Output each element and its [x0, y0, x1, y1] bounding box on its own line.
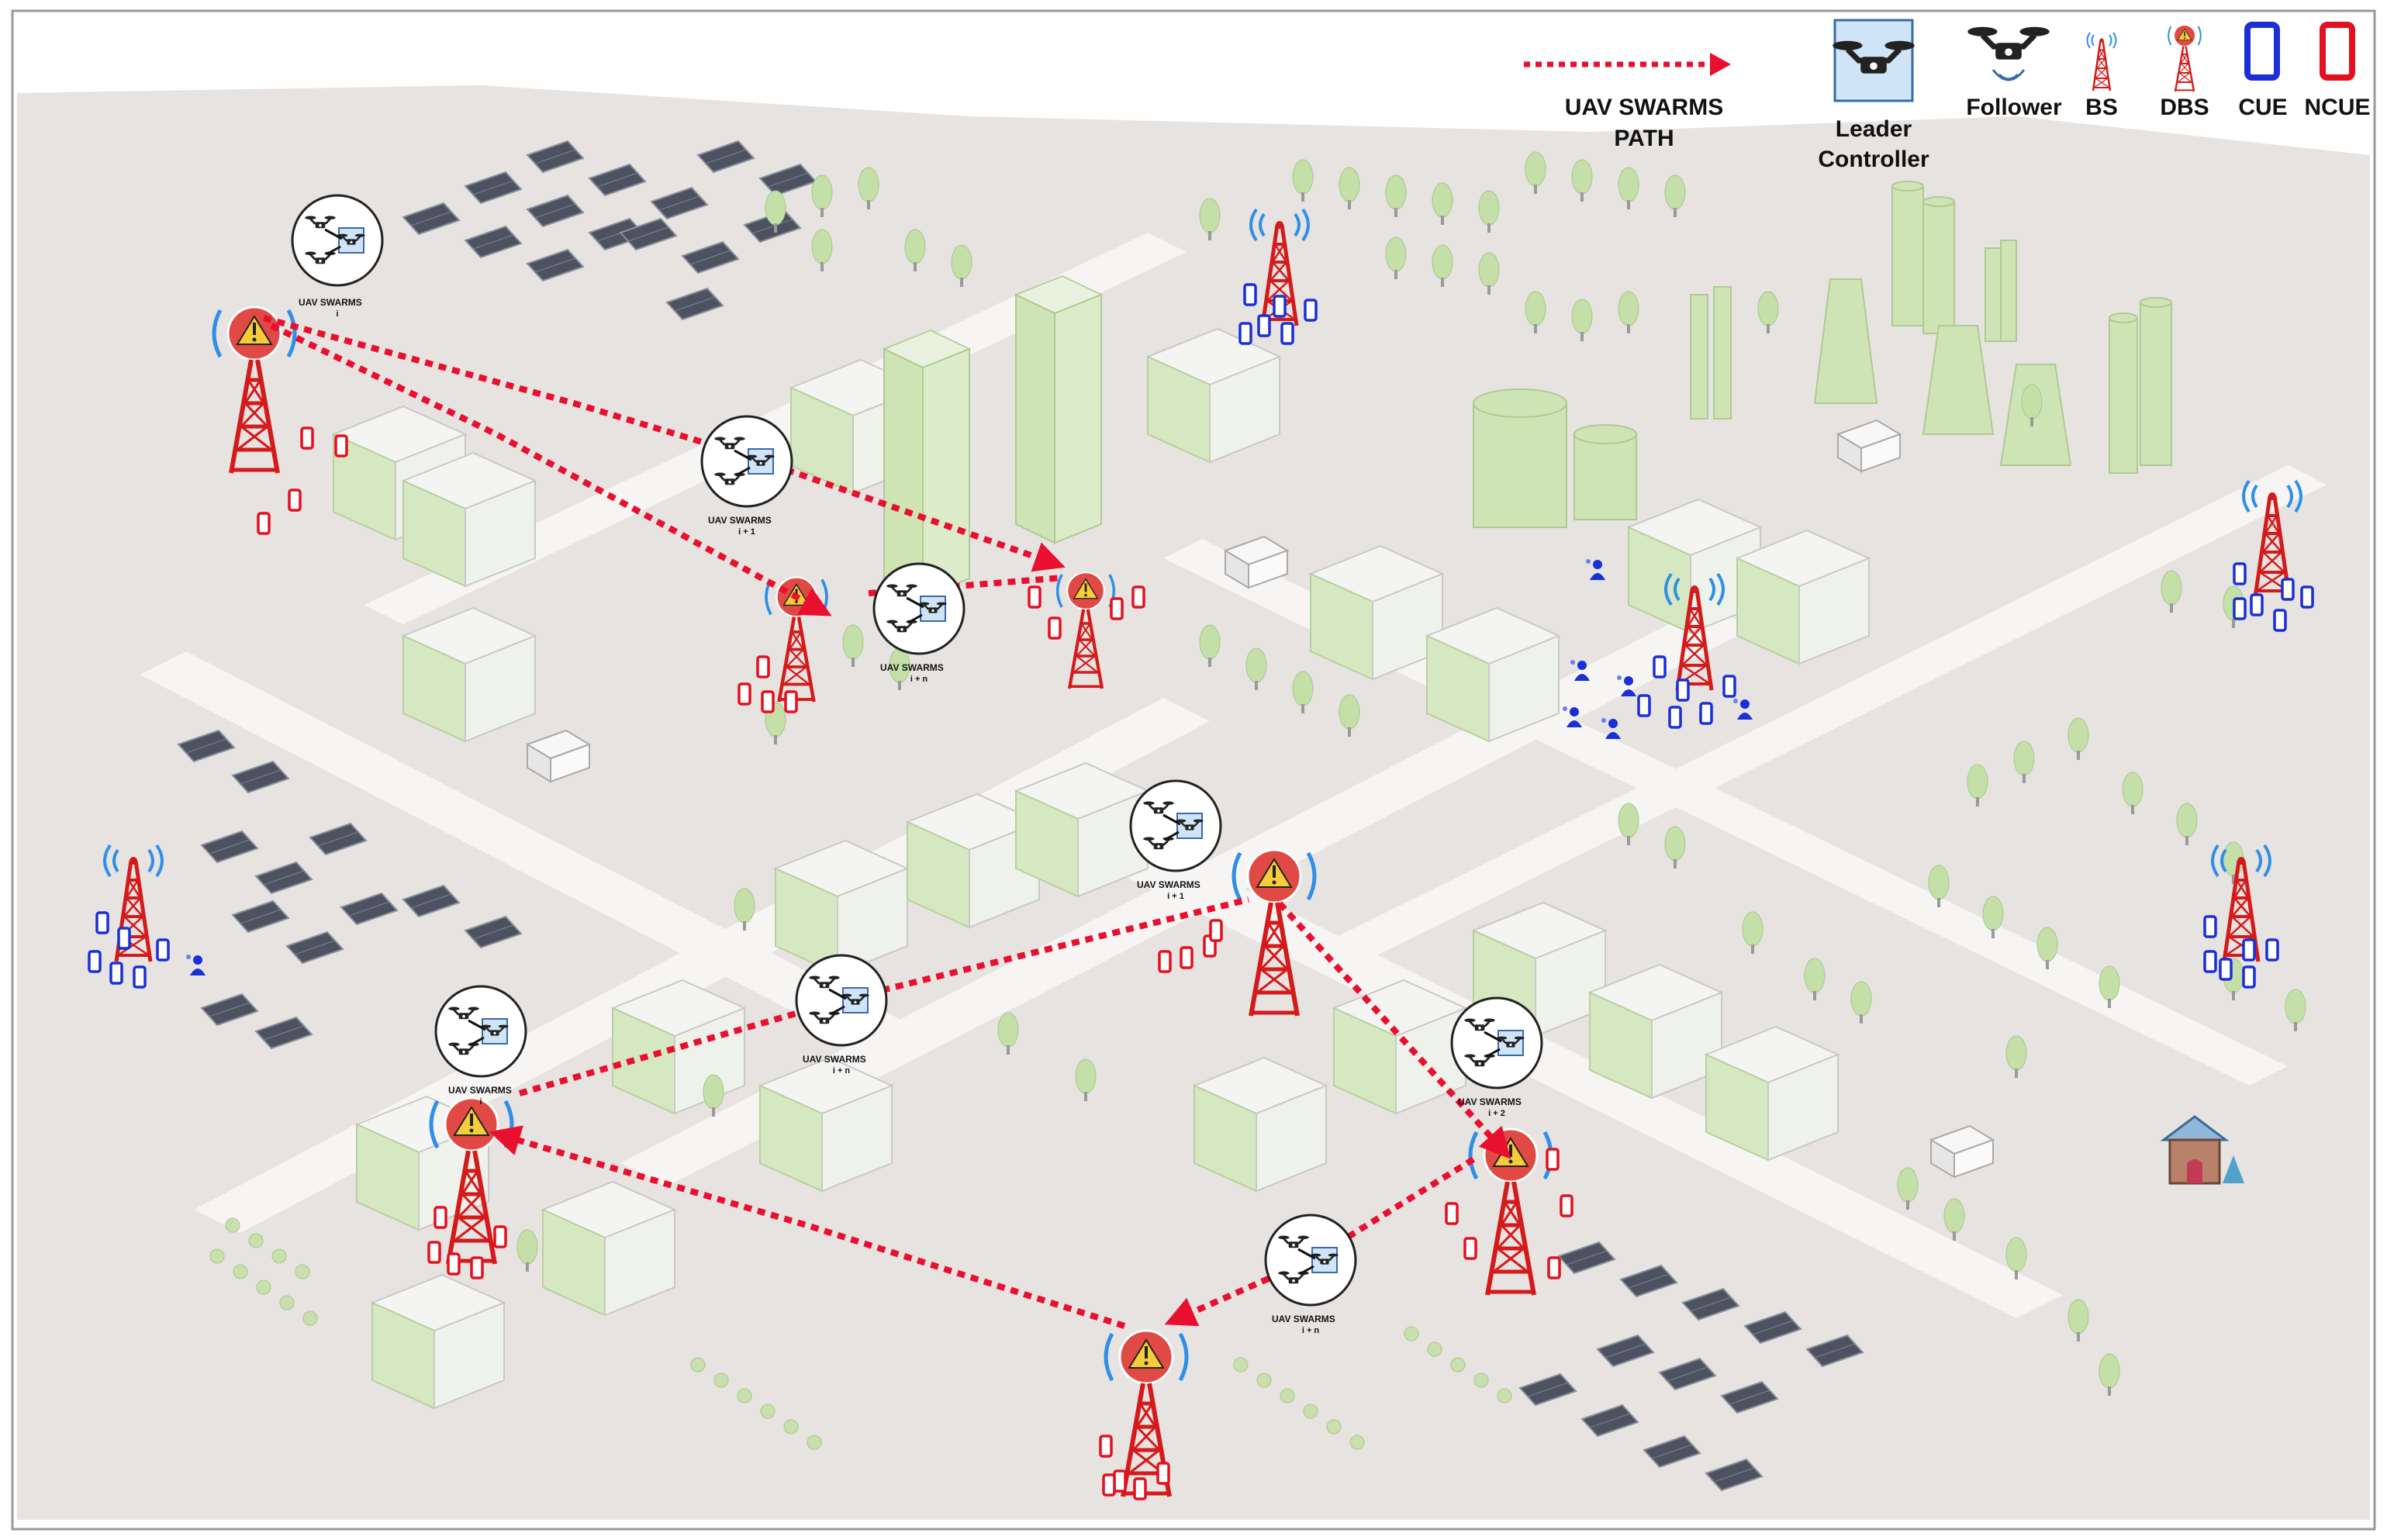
legend-dbs-label: DBS: [2160, 95, 2209, 120]
legend-follower-label: Follower: [1966, 95, 2062, 120]
legend-leader-label-2: Controller: [1818, 147, 1929, 172]
swarm-label: UAV SWARMS: [1458, 1096, 1522, 1107]
swarm-index: i + 1: [738, 527, 755, 537]
legend-leader-icon: [1833, 19, 1915, 102]
uav-swarm-i-plus-2-right: UAV SWARMS i + 2: [1452, 998, 1542, 1118]
legend-follower-icon: [1967, 27, 2050, 81]
swarm-label: UAV SWARMS: [1272, 1314, 1335, 1324]
uav-swarm-i-top: UAV SWARMS i: [292, 195, 382, 319]
uav-swarm-i-plus-n-bottom: UAV SWARMS i + n: [1266, 1215, 1356, 1335]
cottage-icon: [2160, 1115, 2244, 1185]
uav-swarm-i-plus-1-top: UAV SWARMS i + 1: [702, 416, 792, 537]
legend-cue-label: CUE: [2238, 95, 2287, 120]
industrial-silos: [1473, 181, 2172, 528]
swarm-label: UAV SWARMS: [708, 515, 772, 526]
uav-swarm-i-plus-n-top: UAV SWARMS i + n: [874, 564, 964, 684]
legend-cue-icon: [2244, 22, 2280, 81]
legend-leader-label-1: Leader: [1836, 116, 1912, 142]
path-top-route-2: [270, 323, 832, 616]
path-top-route-1: [262, 315, 1066, 572]
swarm-index: i + n: [833, 1066, 851, 1076]
swarm-index: i: [336, 309, 338, 319]
legend: UAV SWARMS PATH Leader Controller Follow…: [1524, 19, 2371, 172]
uav-swarm-i-plus-n-mid: UAV SWARMS i + n: [796, 955, 886, 1076]
legend-ncue-icon: [2320, 22, 2355, 81]
legend-ncue-label: NCUE: [2304, 95, 2370, 120]
swarm-index: i + 2: [1488, 1109, 1505, 1118]
swarm-label: UAV SWARMS: [299, 297, 362, 308]
swarm-index: i: [479, 1097, 482, 1107]
legend-path-label-2: PATH: [1614, 126, 1674, 151]
swarm-index: i + 1: [1167, 892, 1184, 901]
swarm-label: UAV SWARMS: [803, 1054, 866, 1065]
swarm-label: UAV SWARMS: [880, 662, 944, 673]
uav-swarm-i-plus-1-mid: UAV SWARMS i + 1: [1131, 781, 1221, 901]
swarm-index: i + n: [910, 675, 928, 684]
legend-path-label-1: UAV SWARMS: [1565, 95, 1723, 120]
legend-bs-label: BS: [2085, 95, 2118, 120]
uav-swarm-i-left: UAV SWARMS i: [436, 986, 526, 1107]
swarm-label: UAV SWARMS: [1137, 879, 1200, 890]
swarm-index: i + n: [1302, 1326, 1320, 1335]
legend-path-arrowhead: [1710, 53, 1731, 76]
swarm-label: UAV SWARMS: [448, 1085, 512, 1096]
